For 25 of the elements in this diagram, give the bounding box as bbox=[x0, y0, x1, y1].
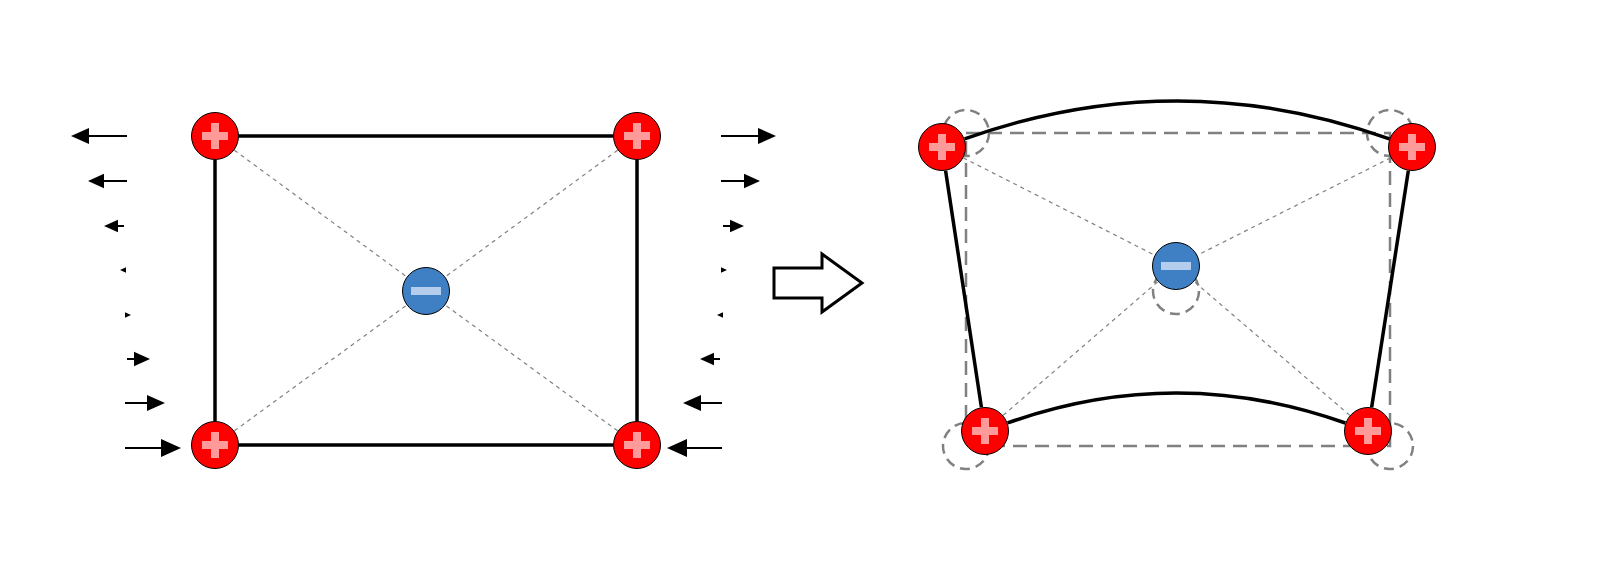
dashed-line bbox=[444, 149, 619, 278]
connector-line bbox=[964, 99, 1390, 141]
positive-charge bbox=[1344, 407, 1392, 455]
positive-charge bbox=[918, 123, 966, 171]
positive-charge bbox=[1388, 123, 1436, 171]
positive-charge bbox=[613, 112, 661, 160]
dashed-line bbox=[962, 157, 1156, 256]
dashed-line bbox=[444, 304, 619, 432]
connector-line bbox=[1007, 391, 1346, 425]
positive-charge bbox=[191, 421, 239, 469]
connector-line bbox=[239, 443, 613, 447]
negative-charge bbox=[402, 267, 450, 315]
positive-charge bbox=[191, 112, 239, 160]
negative-charge bbox=[1152, 242, 1200, 290]
connector-line bbox=[1369, 170, 1411, 408]
dashed-line bbox=[1002, 281, 1159, 416]
connector-line bbox=[213, 160, 217, 421]
connector-line bbox=[239, 134, 613, 138]
dashed-line bbox=[233, 304, 408, 432]
positive-charge bbox=[613, 421, 661, 469]
positive-charge bbox=[961, 407, 1009, 455]
dashed-line bbox=[1193, 281, 1351, 416]
connector-line bbox=[635, 160, 639, 421]
dashed-line bbox=[233, 149, 408, 278]
connector-line bbox=[943, 170, 984, 408]
